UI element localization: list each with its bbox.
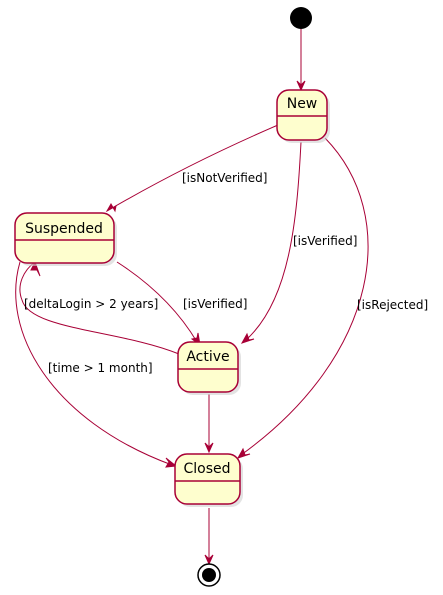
arrowhead-new-to-closed [236,447,251,459]
edge-suspended-to-active [116,261,198,343]
edge-active-to-suspended [19,261,180,355]
initial-state-node [290,7,312,29]
state-active-box [177,341,239,393]
state-suspended-label: Suspended [25,221,103,237]
arrowhead-active-to-closed [204,442,214,454]
label-new-to-active: [isVerified] [293,234,357,248]
state-closed: Closed [174,453,243,507]
state-new-box [276,89,328,141]
edge-suspended-to-closed [15,261,173,466]
final-state-inner-dot [202,568,216,582]
state-suspended: Suspended [14,212,117,266]
arrowhead-suspended-to-closed [165,457,178,468]
state-active: Active [177,341,241,395]
transitions [15,29,369,566]
label-new-to-suspended: [isNotVerified] [182,171,267,185]
label-active-to-suspended: [deltaLogin > 2 years] [24,297,158,311]
state-new: New [276,89,330,143]
state-new-label: New [287,96,318,112]
final-state-node [197,563,221,587]
state-closed-box [174,453,241,505]
label-suspended-to-closed: [time > 1 month] [48,361,153,375]
edge-new-to-suspended [106,124,279,212]
label-new-to-closed: [isRejected] [357,298,428,312]
transition-labels: [isNotVerified] [isVerified] [isRejected… [24,171,428,375]
edge-new-to-active [245,141,302,341]
arrowhead-new-to-suspended [105,202,117,213]
state-closed-label: Closed [183,461,230,477]
state-active-label: Active [186,349,229,365]
state-suspended-box [14,212,115,264]
arrowhead-initial-to-new [296,80,306,92]
label-suspended-to-active: [isVerified] [183,297,247,311]
arrowhead-new-to-active [240,332,255,344]
edge-new-to-closed [240,137,369,456]
arrowhead-closed-to-final [204,554,214,566]
